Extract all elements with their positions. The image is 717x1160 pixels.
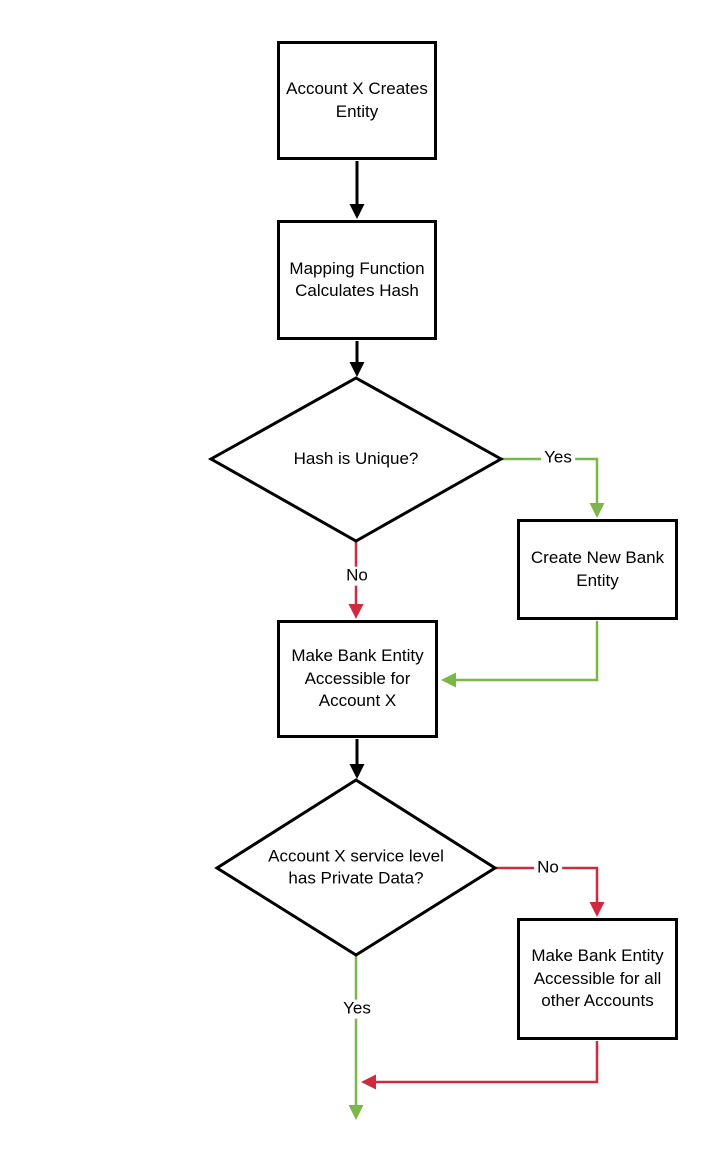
edge-accessible-all-return [361, 1041, 599, 1090]
edge-hash-unique-yes [500, 457, 605, 518]
edge-label-no: No [534, 858, 562, 878]
decision-private-data-label: Account X service level has Private Data… [268, 846, 444, 888]
node-label: Make Bank Entity Accessible for Account … [291, 646, 424, 711]
node-label: Mapping Function Calculates Hash [289, 258, 425, 300]
node-label: Make Bank Entity Accessible for all othe… [531, 946, 664, 1011]
node-make-bank-entity-accessible-account-x: Make Bank Entity Accessible for Account … [277, 620, 438, 738]
edge-label-no: No [343, 566, 371, 586]
edge-private-data-no [494, 866, 605, 917]
decision-private-data-shape [214, 778, 498, 957]
edge-label-yes: Yes [541, 448, 575, 468]
node-mapping-function-calculates-hash: Mapping Function Calculates Hash [277, 220, 437, 340]
decision-hash-unique-shape [207, 376, 505, 543]
decision-hash-unique-label: Hash is Unique? [293, 448, 419, 468]
edge-create-new-bank-to-accessible [441, 621, 599, 688]
node-make-bank-entity-accessible-all: Make Bank Entity Accessible for all othe… [517, 918, 678, 1040]
node-label: Create New Bank Entity [530, 548, 665, 590]
node-account-x-creates-entity: Account X Creates Entity [277, 41, 437, 160]
node-create-new-bank-entity: Create New Bank Entity [517, 519, 678, 620]
node-label: Account X Creates Entity [286, 79, 428, 121]
edge-label-yes: Yes [340, 999, 374, 1019]
